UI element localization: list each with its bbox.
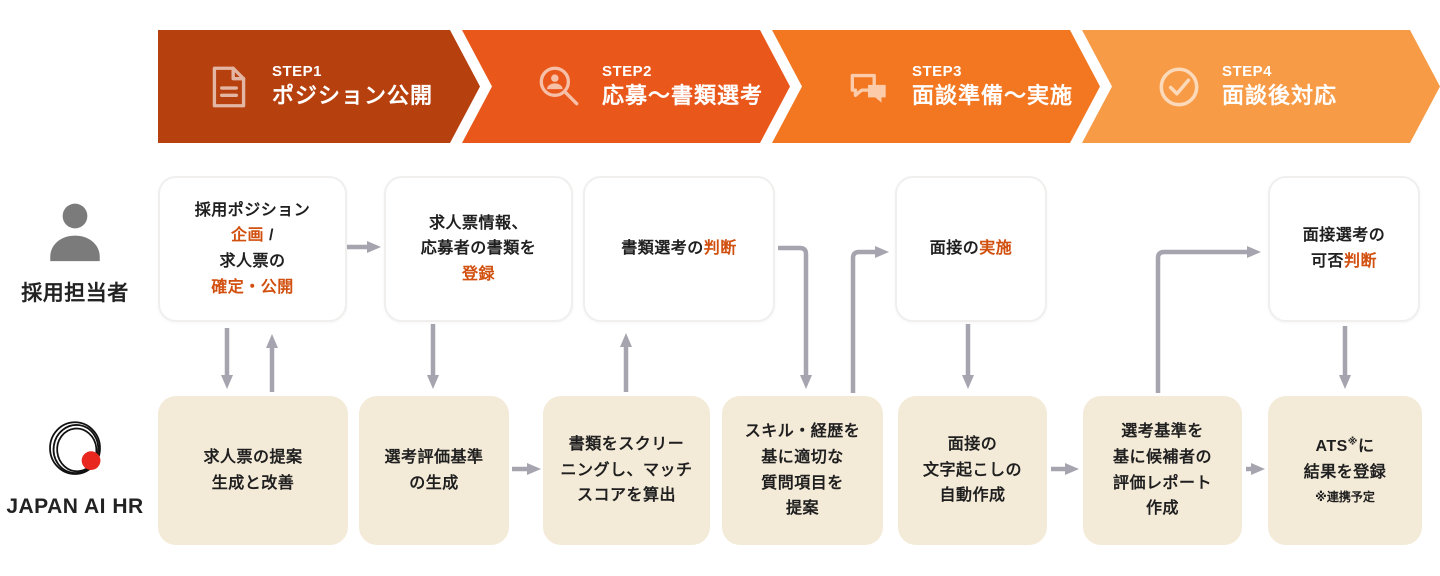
step3-label: STEP3 <box>912 63 963 81</box>
recruiter-card-screening-judgement: 書類選考の判断 <box>583 176 775 322</box>
accent-text: 判断 <box>703 240 737 258</box>
accent-text: 実施 <box>979 240 1013 258</box>
search-person-icon <box>534 62 584 112</box>
step3-banner: STEP3 面談準備〜実施 <box>772 30 1100 143</box>
card-text: 採用ポジション 企画 / 求人票の 確定・公開 <box>195 198 311 300</box>
accent-text: 企画 <box>231 227 265 245</box>
document-icon <box>204 62 254 112</box>
asterisk-mark: ※ <box>1347 436 1358 448</box>
text-line: 求人票の提案 <box>203 448 303 466</box>
card-text: 書類選考の判断 <box>621 236 737 262</box>
recruiter-card-final-decision: 面接選考の 可否判断 <box>1268 176 1420 322</box>
card-text: 求人票情報、 応募者の書類を 登録 <box>421 211 537 288</box>
step2-label: STEP2 <box>602 63 653 81</box>
text-line: スキル・経歴を <box>744 423 861 441</box>
card-text: 書類をスクリー ニングし、マッチ スコアを算出 <box>560 432 692 509</box>
recruiter-card-interview: 面接の実施 <box>895 176 1047 322</box>
accent-text: 登録 <box>461 265 495 283</box>
text-line: 面接選考の <box>1302 227 1386 245</box>
step1-label: STEP1 <box>272 63 323 81</box>
lane-recruiter: 採用担当者 <box>0 200 150 307</box>
lane-japan-ai-hr: JAPAN AI HR <box>0 416 150 519</box>
recruiter-card-position-planning: 採用ポジション 企画 / 求人票の 確定・公開 <box>158 176 347 322</box>
text-line: の生成 <box>409 474 459 492</box>
text-line: 応募者の書類を <box>420 240 537 258</box>
card-text: 選考評価基準 の生成 <box>384 445 483 496</box>
text-line: 基に適切な <box>761 448 844 466</box>
chat-bubbles-icon <box>844 62 894 112</box>
text-line: 自動作成 <box>939 487 1006 505</box>
text-line: / <box>264 227 274 245</box>
accent-text: 判断 <box>1343 253 1377 270</box>
text-line: 面接の <box>947 436 998 454</box>
text-line: 文字起こしの <box>922 461 1022 479</box>
text-line: 採用ポジション <box>194 201 311 219</box>
elbow-judgement-to-questions <box>778 245 812 389</box>
text-line: 提案 <box>785 500 819 518</box>
elbow-questions-to-interview <box>850 246 889 393</box>
text-line: 求人票の <box>219 253 286 270</box>
step4-title: 面談後対応 <box>1222 83 1338 109</box>
text-line: 評価レポート <box>1112 474 1212 492</box>
text-line: 作成 <box>1145 500 1179 518</box>
text-line: 基に候補者の <box>1112 448 1212 466</box>
recruiter-label: 採用担当者 <box>21 282 129 305</box>
person-icon <box>40 200 110 269</box>
card-text: 求人票の提案 生成と改善 <box>203 445 302 496</box>
ai-card-question-suggestion: スキル・経歴を 基に適切な 質問項目を 提案 <box>722 396 883 545</box>
check-circle-icon <box>1154 62 1204 112</box>
step2-title: 応募〜書類選考 <box>602 83 764 109</box>
text-line: スコアを算出 <box>576 487 676 505</box>
ats-note: ※連携予定 <box>1315 489 1375 504</box>
text-line: 結果を登録 <box>1303 463 1387 481</box>
text-line: に <box>1358 438 1375 456</box>
text-line: 書類選考の <box>621 240 704 258</box>
card-text: 面接選考の 可否判断 <box>1303 223 1386 274</box>
step3-title: 面談準備〜実施 <box>912 83 1074 109</box>
step1-banner: STEP1 ポジション公開 <box>158 30 480 143</box>
ai-card-screening-score: 書類をスクリー ニングし、マッチ スコアを算出 <box>543 396 710 545</box>
card-text: 面接の実施 <box>930 236 1013 262</box>
recruiter-card-register-documents: 求人票情報、 応募者の書類を 登録 <box>384 176 573 322</box>
text-line: 求人票情報、 <box>428 214 528 232</box>
card-text: ATS※に 結果を登録 ※連携予定 <box>1304 434 1387 506</box>
accent-text: 確定・公開 <box>211 278 294 296</box>
japan-ai-hr-logo <box>39 416 111 487</box>
step4-banner: STEP4 面談後対応 <box>1082 30 1440 143</box>
text-line: 生成と改善 <box>211 474 295 492</box>
step2-banner: STEP2 応募〜書類選考 <box>462 30 790 143</box>
text-line: 可否 <box>1310 253 1344 270</box>
step1-title: ポジション公開 <box>272 83 434 109</box>
text-line: ATS <box>1315 438 1348 456</box>
ai-card-evaluation-criteria: 選考評価基準 の生成 <box>359 396 509 545</box>
ai-card-ats-registration: ATS※に 結果を登録 ※連携予定 <box>1268 396 1422 545</box>
ai-card-transcript: 面接の 文字起こしの 自動作成 <box>898 396 1047 545</box>
text-line: 選考評価基準 <box>384 448 484 466</box>
elbow-report-to-decision <box>1155 246 1261 393</box>
ai-card-job-posting-proposal: 求人票の提案 生成と改善 <box>158 396 348 545</box>
text-line: 選考基準を <box>1121 423 1204 441</box>
japan-ai-hr-label: JAPAN AI HR <box>6 495 144 518</box>
text-line: 面接の <box>929 240 980 258</box>
text-line: ニングし、マッチ <box>560 461 693 479</box>
ai-card-evaluation-report: 選考基準を 基に候補者の 評価レポート 作成 <box>1083 396 1242 545</box>
text-line: 質問項目を <box>761 474 844 492</box>
card-text: スキル・経歴を 基に適切な 質問項目を 提案 <box>745 419 861 521</box>
card-text: 選考基準を 基に候補者の 評価レポート 作成 <box>1113 419 1212 521</box>
text-line: 書類をスクリー <box>568 436 685 454</box>
card-text: 面接の 文字起こしの 自動作成 <box>923 432 1022 509</box>
step4-label: STEP4 <box>1222 63 1273 81</box>
